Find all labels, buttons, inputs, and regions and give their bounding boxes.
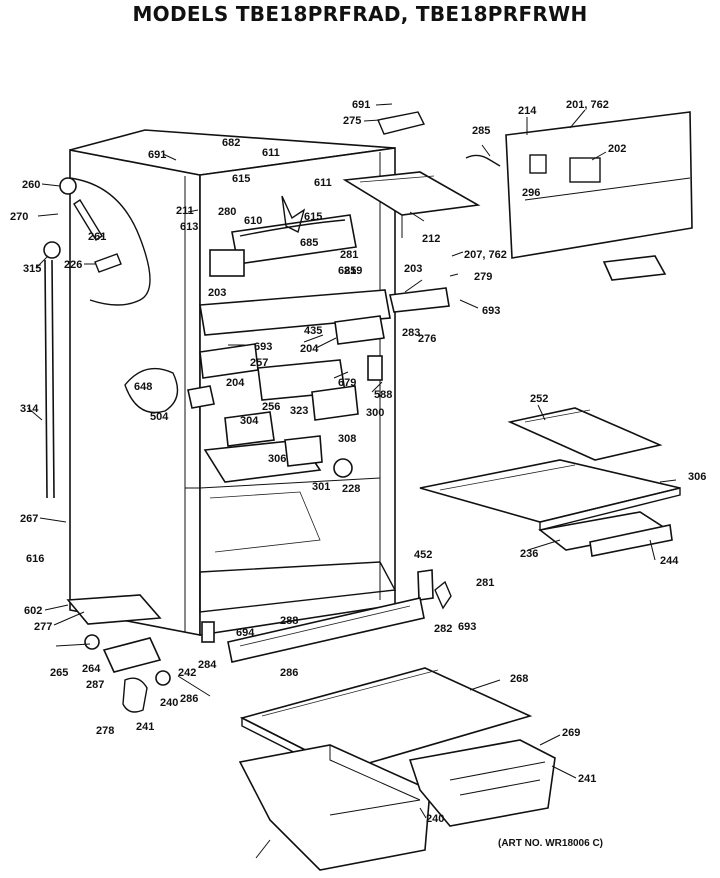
part-label: 204 (300, 343, 319, 355)
part-label: 611 (262, 147, 280, 159)
part-label: 256 (262, 401, 280, 413)
part-label: 202 (608, 143, 626, 155)
shelf-252 (507, 407, 663, 461)
part-label: 306 (268, 453, 286, 465)
part-label: 244 (660, 555, 679, 567)
shelf-212 (342, 171, 481, 238)
leveling-hardware (55, 634, 211, 713)
part-label: 240 (160, 697, 178, 709)
part-label: 260 (22, 179, 40, 191)
part-label: 648 (134, 381, 152, 393)
part-label: 616 (26, 553, 44, 565)
part-label: 261 (88, 231, 106, 243)
part-label: 264 (82, 663, 101, 675)
part-label: 300 (366, 407, 384, 419)
part-label: 242 (178, 667, 196, 679)
part-label: 679 (338, 377, 356, 389)
part-label: 301 (312, 481, 330, 493)
part-label: 304 (240, 415, 259, 427)
diagram-title: MODELS TBE18PRFRAD, TBE18PRFRWH (132, 2, 588, 26)
part-label: 281 (476, 577, 494, 589)
part-label: 201, 762 (566, 99, 609, 111)
part-label: 270 (10, 211, 28, 223)
part-label: 214 (518, 105, 537, 117)
part-label: 275 (343, 115, 361, 127)
part-label: 277 (34, 621, 52, 633)
part-label: 611 (314, 177, 332, 189)
part-label: 240 (426, 813, 444, 825)
part-label: 693 (482, 305, 500, 317)
part-label: 204 (226, 377, 245, 389)
part-label: 282 (434, 623, 452, 635)
shelf-228 (419, 459, 681, 531)
part-label: 588 (374, 389, 392, 401)
part-label: 241 (136, 721, 154, 733)
part-label: 286 (180, 693, 198, 705)
part-label: 207, 762 (464, 249, 507, 261)
part-label: 268 (510, 673, 528, 685)
part-label: 615 (232, 173, 250, 185)
part-label: 315 (23, 263, 41, 275)
part-label: 452 (414, 549, 432, 561)
part-label: 226 (64, 259, 82, 271)
part-label: 685 (300, 237, 318, 249)
crisper-drawer-right (408, 739, 556, 827)
part-label: 286 (280, 667, 298, 679)
part-label: 281 (340, 249, 358, 261)
part-label: 682 (222, 137, 240, 149)
callout-leaders (27, 103, 677, 859)
part-label: 504 (150, 411, 169, 423)
part-label: 267 (20, 513, 38, 525)
part-label: 228 (342, 483, 360, 495)
part-label: 691 (148, 149, 166, 161)
part-label: 280 (218, 206, 236, 218)
crisper-drawer-left (238, 744, 431, 871)
part-label: 265 (50, 667, 68, 679)
part-label: 308 (338, 433, 356, 445)
part-label: 219 (344, 265, 362, 277)
part-label: 615 (304, 211, 322, 223)
part-label: 285 (472, 125, 490, 137)
part-label: 685 (338, 265, 356, 277)
part-label: 602 (24, 605, 42, 617)
part-label: 693 (254, 341, 272, 353)
control-housing (124, 289, 391, 483)
shelf-236 (538, 511, 673, 557)
part-label: 314 (20, 403, 39, 415)
light-shield-panel (505, 111, 693, 259)
toe-grille-286 (201, 597, 425, 663)
part-label: 211 (176, 205, 194, 217)
part-label: 283 (402, 327, 420, 339)
part-label: 212 (422, 233, 440, 245)
part-label: 203 (208, 287, 226, 299)
part-label: 693 (458, 621, 476, 633)
part-label: 288 (280, 615, 298, 627)
part-label: 269 (562, 727, 580, 739)
part-label: 323 (290, 405, 308, 417)
part-label: 278 (96, 725, 114, 737)
part-label: 252 (530, 393, 548, 405)
part-label: 610 (244, 215, 262, 227)
part-label: 287 (86, 679, 104, 691)
hinge-and-shelf-supports (377, 111, 501, 610)
drain-tube-and-fittings (43, 177, 162, 625)
part-label: 241 (578, 773, 596, 785)
part-label: 296 (522, 187, 540, 199)
part-label: 279 (474, 271, 492, 283)
part-label: 257 (250, 357, 268, 369)
art-number: (ART NO. WR18006 C) (498, 838, 604, 849)
evaporator-assembly (209, 195, 357, 277)
part-label: 435 (304, 325, 322, 337)
part-label: 694 (236, 627, 255, 639)
part-label: 691 (352, 99, 370, 111)
part-label: 236 (520, 548, 538, 560)
part-label: 203 (404, 263, 422, 275)
part-label: 613 (180, 221, 198, 233)
part-label: 306 (688, 471, 706, 483)
part-label: 284 (198, 659, 217, 671)
bracket-213 (602, 255, 667, 281)
part-number-labels: 691 275 285 214 201, 762 202 260 270 691 682 611 61… (10, 99, 706, 825)
part-label: 276 (418, 333, 436, 345)
